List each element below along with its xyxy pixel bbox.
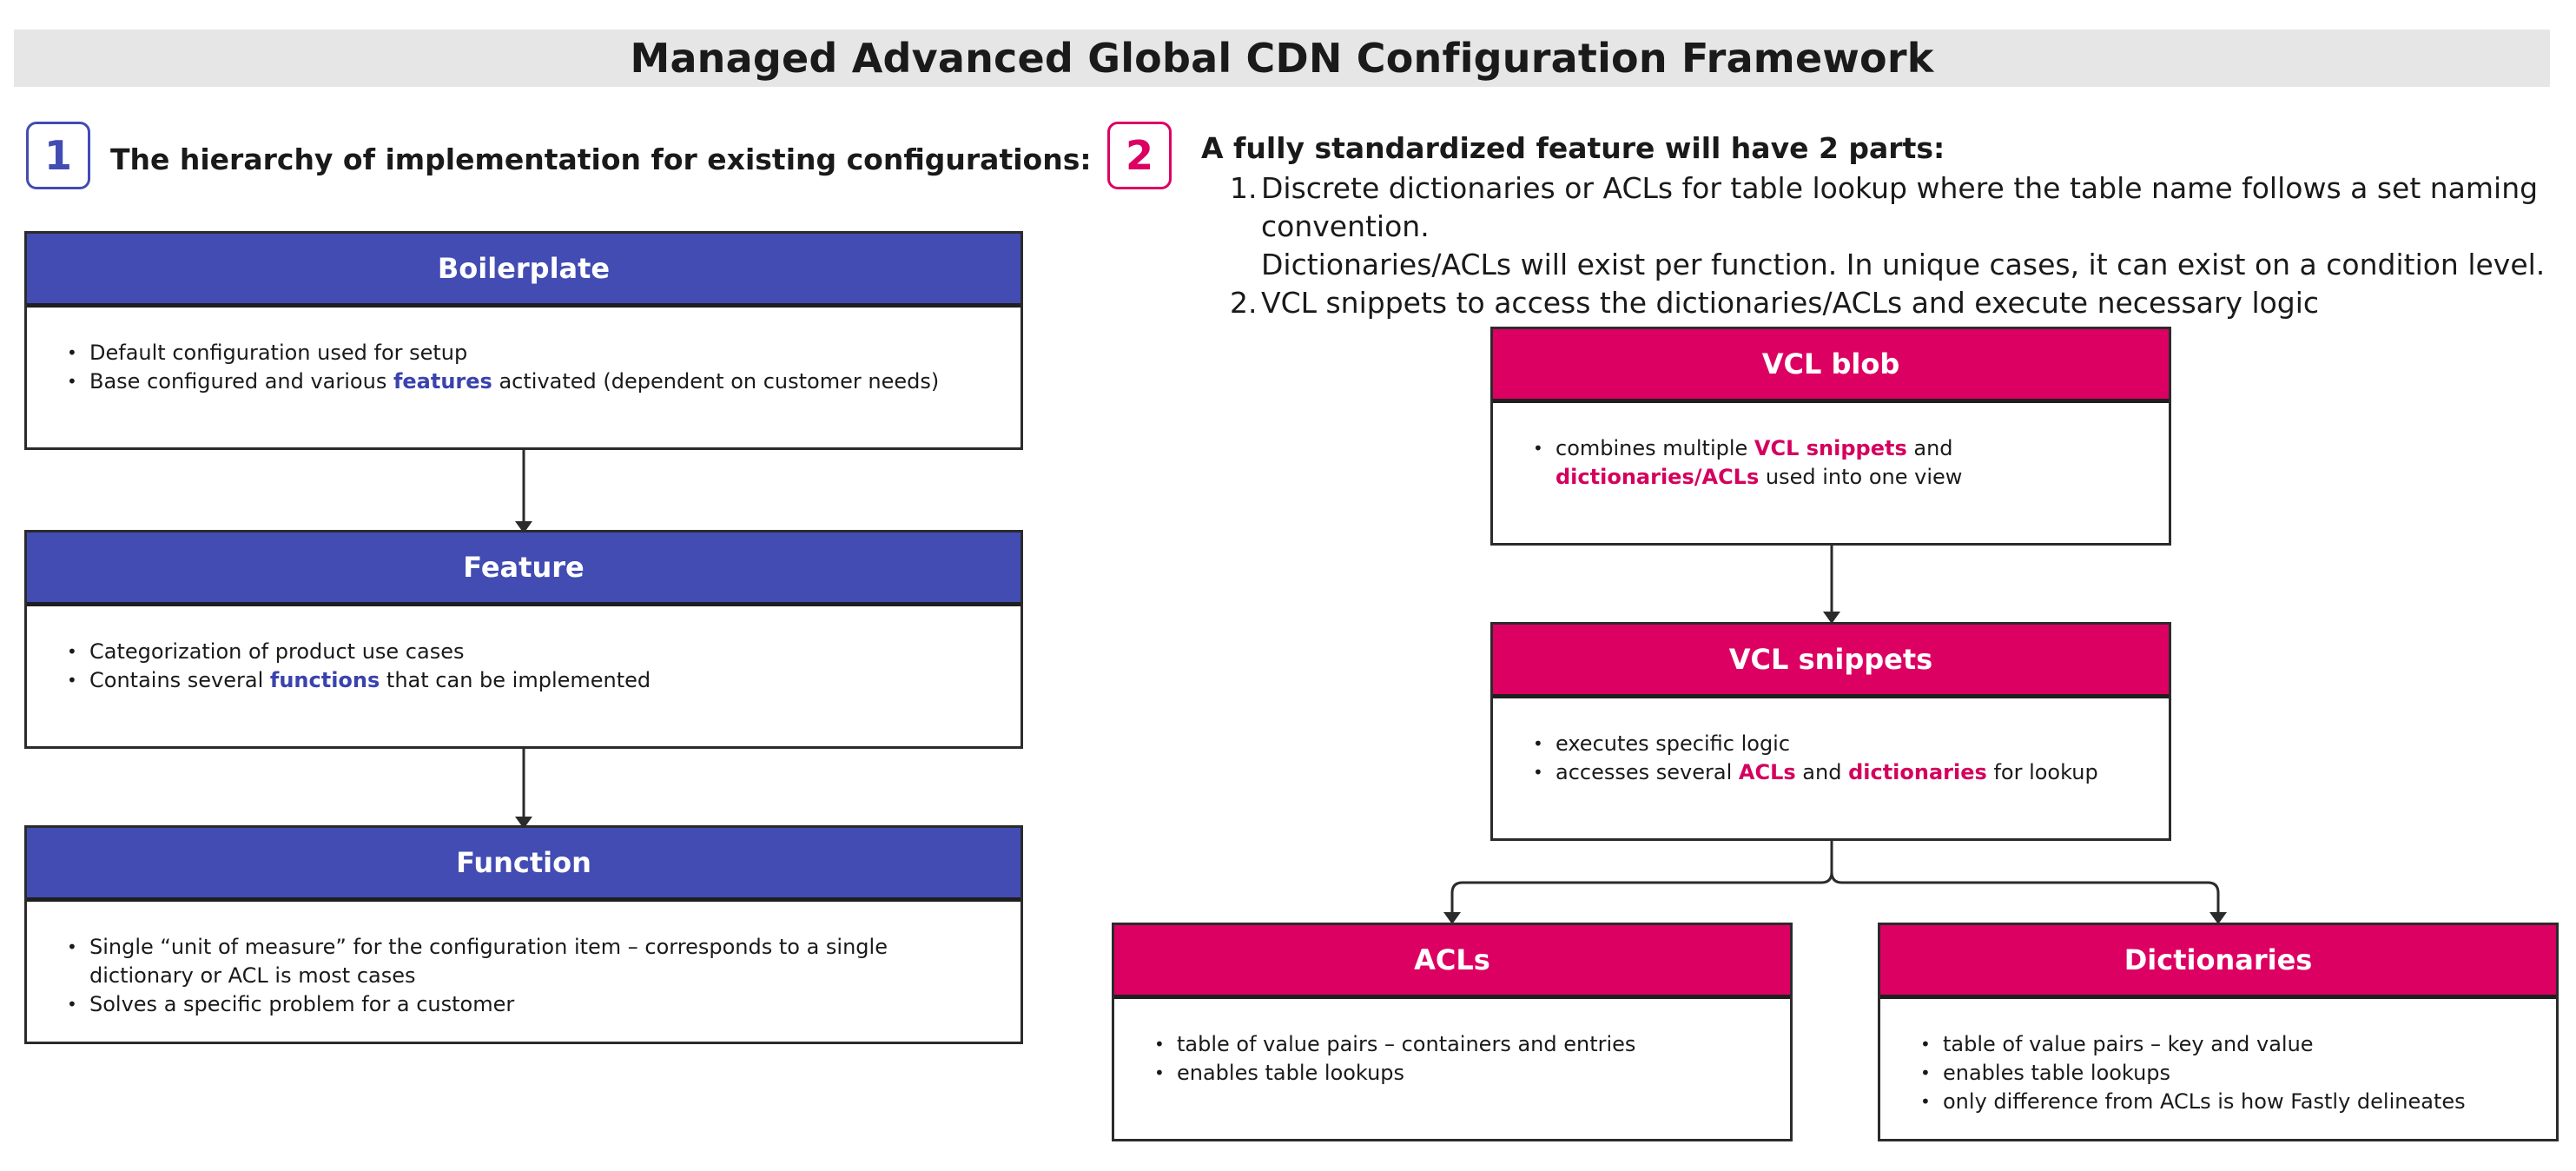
highlight-dictionaries: dictionaries [1848,760,1987,784]
bullet-text: and [1906,436,1953,460]
bullet-text: for lookup [1986,760,2098,784]
list-item: executes specific logic [1533,730,2134,758]
bullet-list: combines multiple VCL snippets and dicti… [1493,434,2169,492]
list-item: accesses several ACLs and dictionaries f… [1533,758,2134,787]
bullet-list: executes specific logic accesses several… [1493,730,2169,787]
list-item: enables table lookups [1920,1059,2521,1088]
item-line: VCL snippets to access the dictionaries/… [1261,286,2320,320]
highlight-dictionaries-acls: dictionaries/ACLs [1556,465,1760,489]
bullet-text: activated (dependent on customer needs) [492,369,940,394]
box-header: ACLs [1114,925,1790,999]
list-item: Single “unit of measure” for the configu… [67,933,986,990]
bullet-text: Contains several [89,668,270,692]
box-acls: ACLs table of value pairs – containers a… [1112,923,1793,1141]
arrowhead-icon [515,521,532,533]
bullet-text: used into one view [1759,465,1963,489]
list-item: enables table lookups [1154,1059,1755,1088]
list-item: combines multiple VCL snippets and dicti… [1533,434,2134,492]
bullet-text: and [1795,760,1849,784]
title-bar: Managed Advanced Global CDN Configuratio… [14,30,2550,87]
bullet-text: Single “unit of measure” for the configu… [89,935,888,988]
bullet-text: executes specific logic [1556,731,1791,756]
section-2-number: 2 [1125,132,1153,179]
bullet-text: accesses several [1556,760,1739,784]
item-line: Dictionaries/ACLs will exist per functio… [1261,248,2546,281]
section-2-list: 1. Discrete dictionaries or ACLs for tab… [1230,169,2576,322]
section-1-number: 1 [43,132,72,179]
item-line: Discrete dictionaries or ACLs for table … [1261,171,2539,243]
arrow-snippets-branch [1450,841,1833,917]
bullet-text: Base configured and various [89,369,393,394]
box-header: Dictionaries [1880,925,2556,999]
arrowhead-icon [515,817,532,829]
section-2-item-1: 1. Discrete dictionaries or ACLs for tab… [1230,169,2576,284]
bullet-list: Default configuration used for setup Bas… [27,339,1020,396]
box-feature: Feature Categorization of product use ca… [24,530,1023,749]
list-item: Base configured and various features act… [67,367,986,396]
box-header: Feature [27,533,1020,606]
box-header: VCL snippets [1493,625,2169,698]
box-function: Function Single “unit of measure” for th… [24,825,1023,1044]
section-2-badge: 2 [1107,122,1172,189]
arrowhead-icon [2209,912,2227,924]
bullet-text: Categorization of product use cases [89,639,465,664]
bullet-list: table of value pairs – key and value ena… [1880,1030,2556,1116]
section-1-heading: The hierarchy of implementation for exis… [110,142,1092,176]
box-vcl-snippets: VCL snippets executes specific logic acc… [1490,622,2171,841]
list-item: only difference from ACLs is how Fastly … [1920,1088,2521,1116]
section-2-heading: A fully standardized feature will have 2… [1201,131,1945,165]
box-vcl-blob: VCL blob combines multiple VCL snippets … [1490,327,2171,546]
box-header: Function [27,828,1020,902]
bullet-text: that can be implemented [380,668,651,692]
box-header: VCL blob [1493,329,2169,403]
page-title: Managed Advanced Global CDN Configuratio… [630,35,1934,82]
section-2-item-2: 2. VCL snippets to access the dictionari… [1230,284,2576,322]
highlight-functions: functions [269,668,380,692]
highlight-features: features [393,369,492,394]
arrowhead-icon [1823,612,1840,624]
bullet-list: Single “unit of measure” for the configu… [27,933,1020,1019]
bullet-text: combines multiple [1556,436,1754,460]
item-number: 2. [1230,286,1258,320]
list-item: Default configuration used for setup [67,339,986,367]
bullet-list: Categorization of product use cases Cont… [27,638,1020,695]
list-item: table of value pairs – key and value [1920,1030,2521,1059]
box-dictionaries: Dictionaries table of value pairs – key … [1878,923,2559,1141]
highlight-acls: ACLs [1738,760,1796,784]
arrow-snippets-dictionaries [1830,871,2220,917]
box-boilerplate: Boilerplate Default configuration used f… [24,231,1023,450]
list-item: table of value pairs – containers and en… [1154,1030,1755,1059]
list-item: Categorization of product use cases [67,638,986,666]
section-1-badge: 1 [26,122,90,189]
highlight-vcl-snippets: VCL snippets [1754,436,1907,460]
list-item: Contains several functions that can be i… [67,666,986,695]
item-number: 1. [1230,171,1258,205]
bullet-text: Default configuration used for setup [89,341,468,365]
bullet-list: table of value pairs – containers and en… [1114,1030,1790,1088]
box-header: Boilerplate [27,234,1020,308]
list-item: Solves a specific problem for a customer [67,990,986,1019]
arrowhead-icon [1443,912,1461,924]
bullet-text: Solves a specific problem for a customer [89,992,515,1016]
